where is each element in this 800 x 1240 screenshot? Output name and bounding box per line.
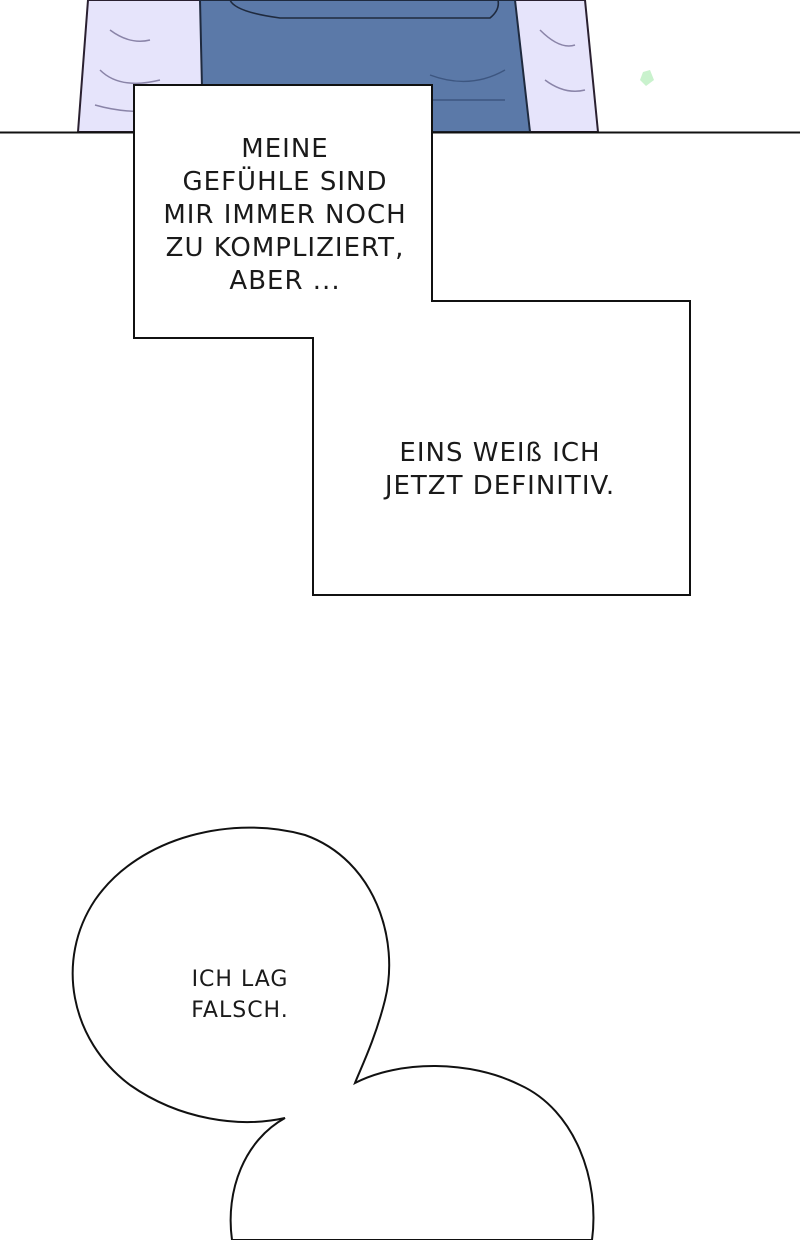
caption-line: MEINE xyxy=(241,134,329,164)
caption-line: ZU KOMPLIZIERT, xyxy=(165,233,405,263)
caption-middle: EINS WEIß ICH JETZT DEFINITIV. xyxy=(330,437,670,503)
speech-bubble-shape xyxy=(71,826,595,1240)
caption-box-outline xyxy=(133,84,691,596)
bubble-line: ICH LAG xyxy=(191,967,289,992)
caption-line: JETZT DEFINITIV. xyxy=(384,471,616,501)
speech-bubble-text: ICH LAG FALSCH. xyxy=(140,964,340,1026)
caption-line: MIR IMMER NOCH xyxy=(163,200,407,230)
bubble-line: FALSCH. xyxy=(191,998,289,1023)
sparkle xyxy=(640,70,654,86)
caption-line: GEFÜHLE SIND xyxy=(182,167,388,197)
caption-top: MEINE GEFÜHLE SIND MIR IMMER NOCH ZU KOM… xyxy=(150,133,420,298)
caption-line: ABER ... xyxy=(229,266,341,296)
caption-line: EINS WEIß ICH xyxy=(399,438,601,468)
